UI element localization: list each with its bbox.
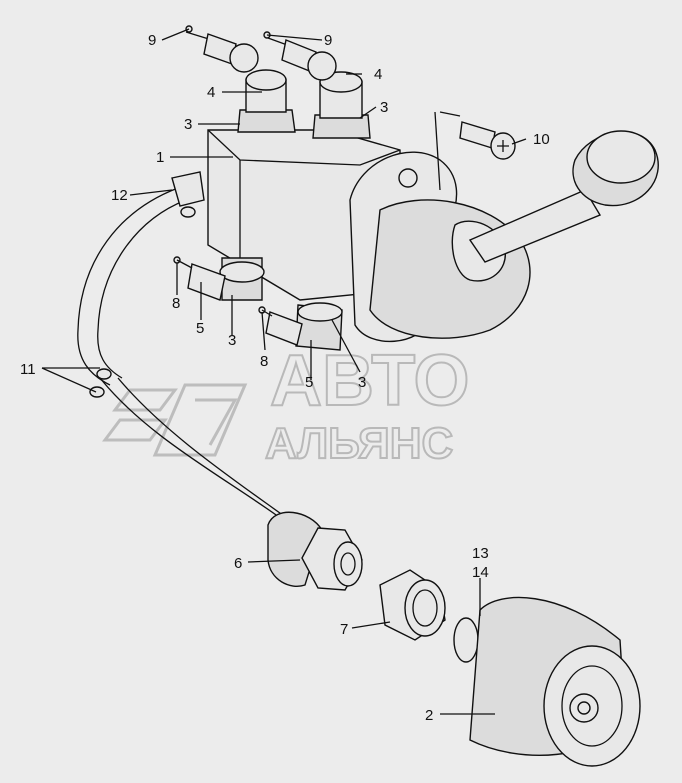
leader-lines <box>41 28 527 715</box>
callout-10: 10 <box>533 131 550 148</box>
watermark-logo <box>102 383 248 457</box>
callout-3-top-right: 3 <box>380 99 388 116</box>
cylinder-2 <box>453 596 641 767</box>
callout-8-right: 8 <box>260 353 268 370</box>
callout-14: 14 <box>472 564 489 581</box>
nut-7 <box>379 569 446 641</box>
callout-8-left: 8 <box>172 295 180 312</box>
callout-2: 2 <box>425 707 433 724</box>
callout-3-bottom-left: 3 <box>228 332 236 349</box>
callout-4-right: 4 <box>374 66 382 83</box>
callout-9-right: 9 <box>324 32 332 49</box>
callout-9-left: 9 <box>148 32 156 49</box>
lever-handle <box>468 130 659 263</box>
callout-3-bottom-right: 3 <box>358 374 366 391</box>
callout-4-left: 4 <box>207 84 215 101</box>
top-cap-left <box>237 69 296 133</box>
callout-12: 12 <box>111 187 128 204</box>
top-cap-right <box>312 71 371 139</box>
callout-7: 7 <box>340 621 348 638</box>
hose-fitting-6 <box>267 511 363 591</box>
callout-3-top-left: 3 <box>184 116 192 133</box>
bottom-fitting-left <box>173 256 265 301</box>
callouts: 9 9 4 4 3 3 1 10 12 8 5 3 8 11 5 3 6 13 … <box>20 32 550 724</box>
callout-1: 1 <box>156 149 164 166</box>
hose-12-assembly <box>77 171 205 386</box>
watermark: АВТО АЛЬЯНС <box>102 340 470 469</box>
watermark-line1: АВТО <box>270 341 469 421</box>
top-fitting-left <box>185 25 259 73</box>
bottom-fitting-right <box>258 302 343 351</box>
callout-6: 6 <box>234 555 242 572</box>
callout-5-right: 5 <box>305 374 313 391</box>
callout-13: 13 <box>472 545 489 562</box>
callout-11: 11 <box>20 361 36 378</box>
screw-10 <box>459 121 516 160</box>
callout-5-left: 5 <box>196 320 204 337</box>
watermark-line2: АЛЬЯНС <box>265 419 453 468</box>
